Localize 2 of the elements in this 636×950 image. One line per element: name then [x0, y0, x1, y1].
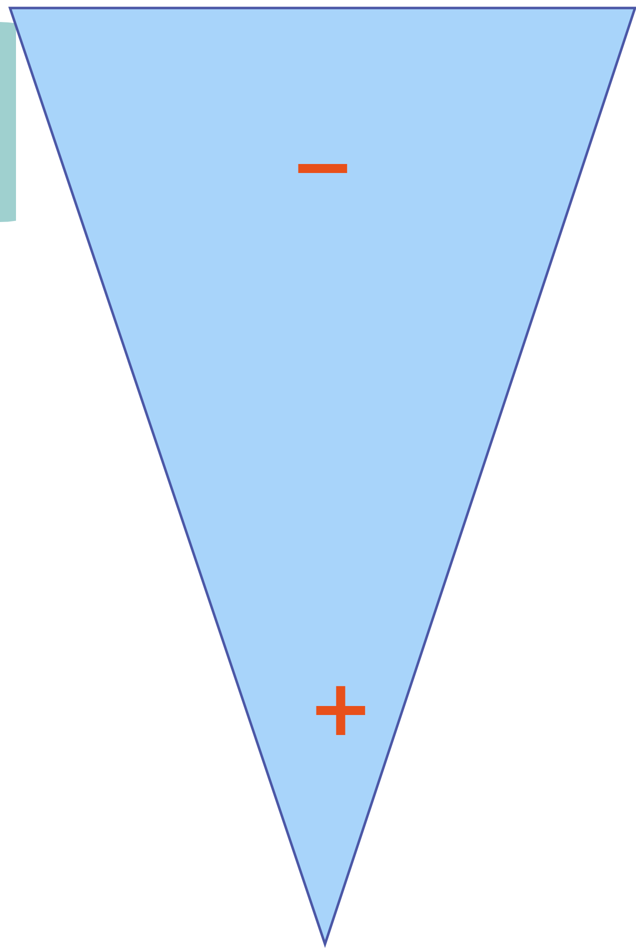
minus-sign: −: [290, 128, 356, 206]
plus-sign: +: [308, 670, 374, 748]
